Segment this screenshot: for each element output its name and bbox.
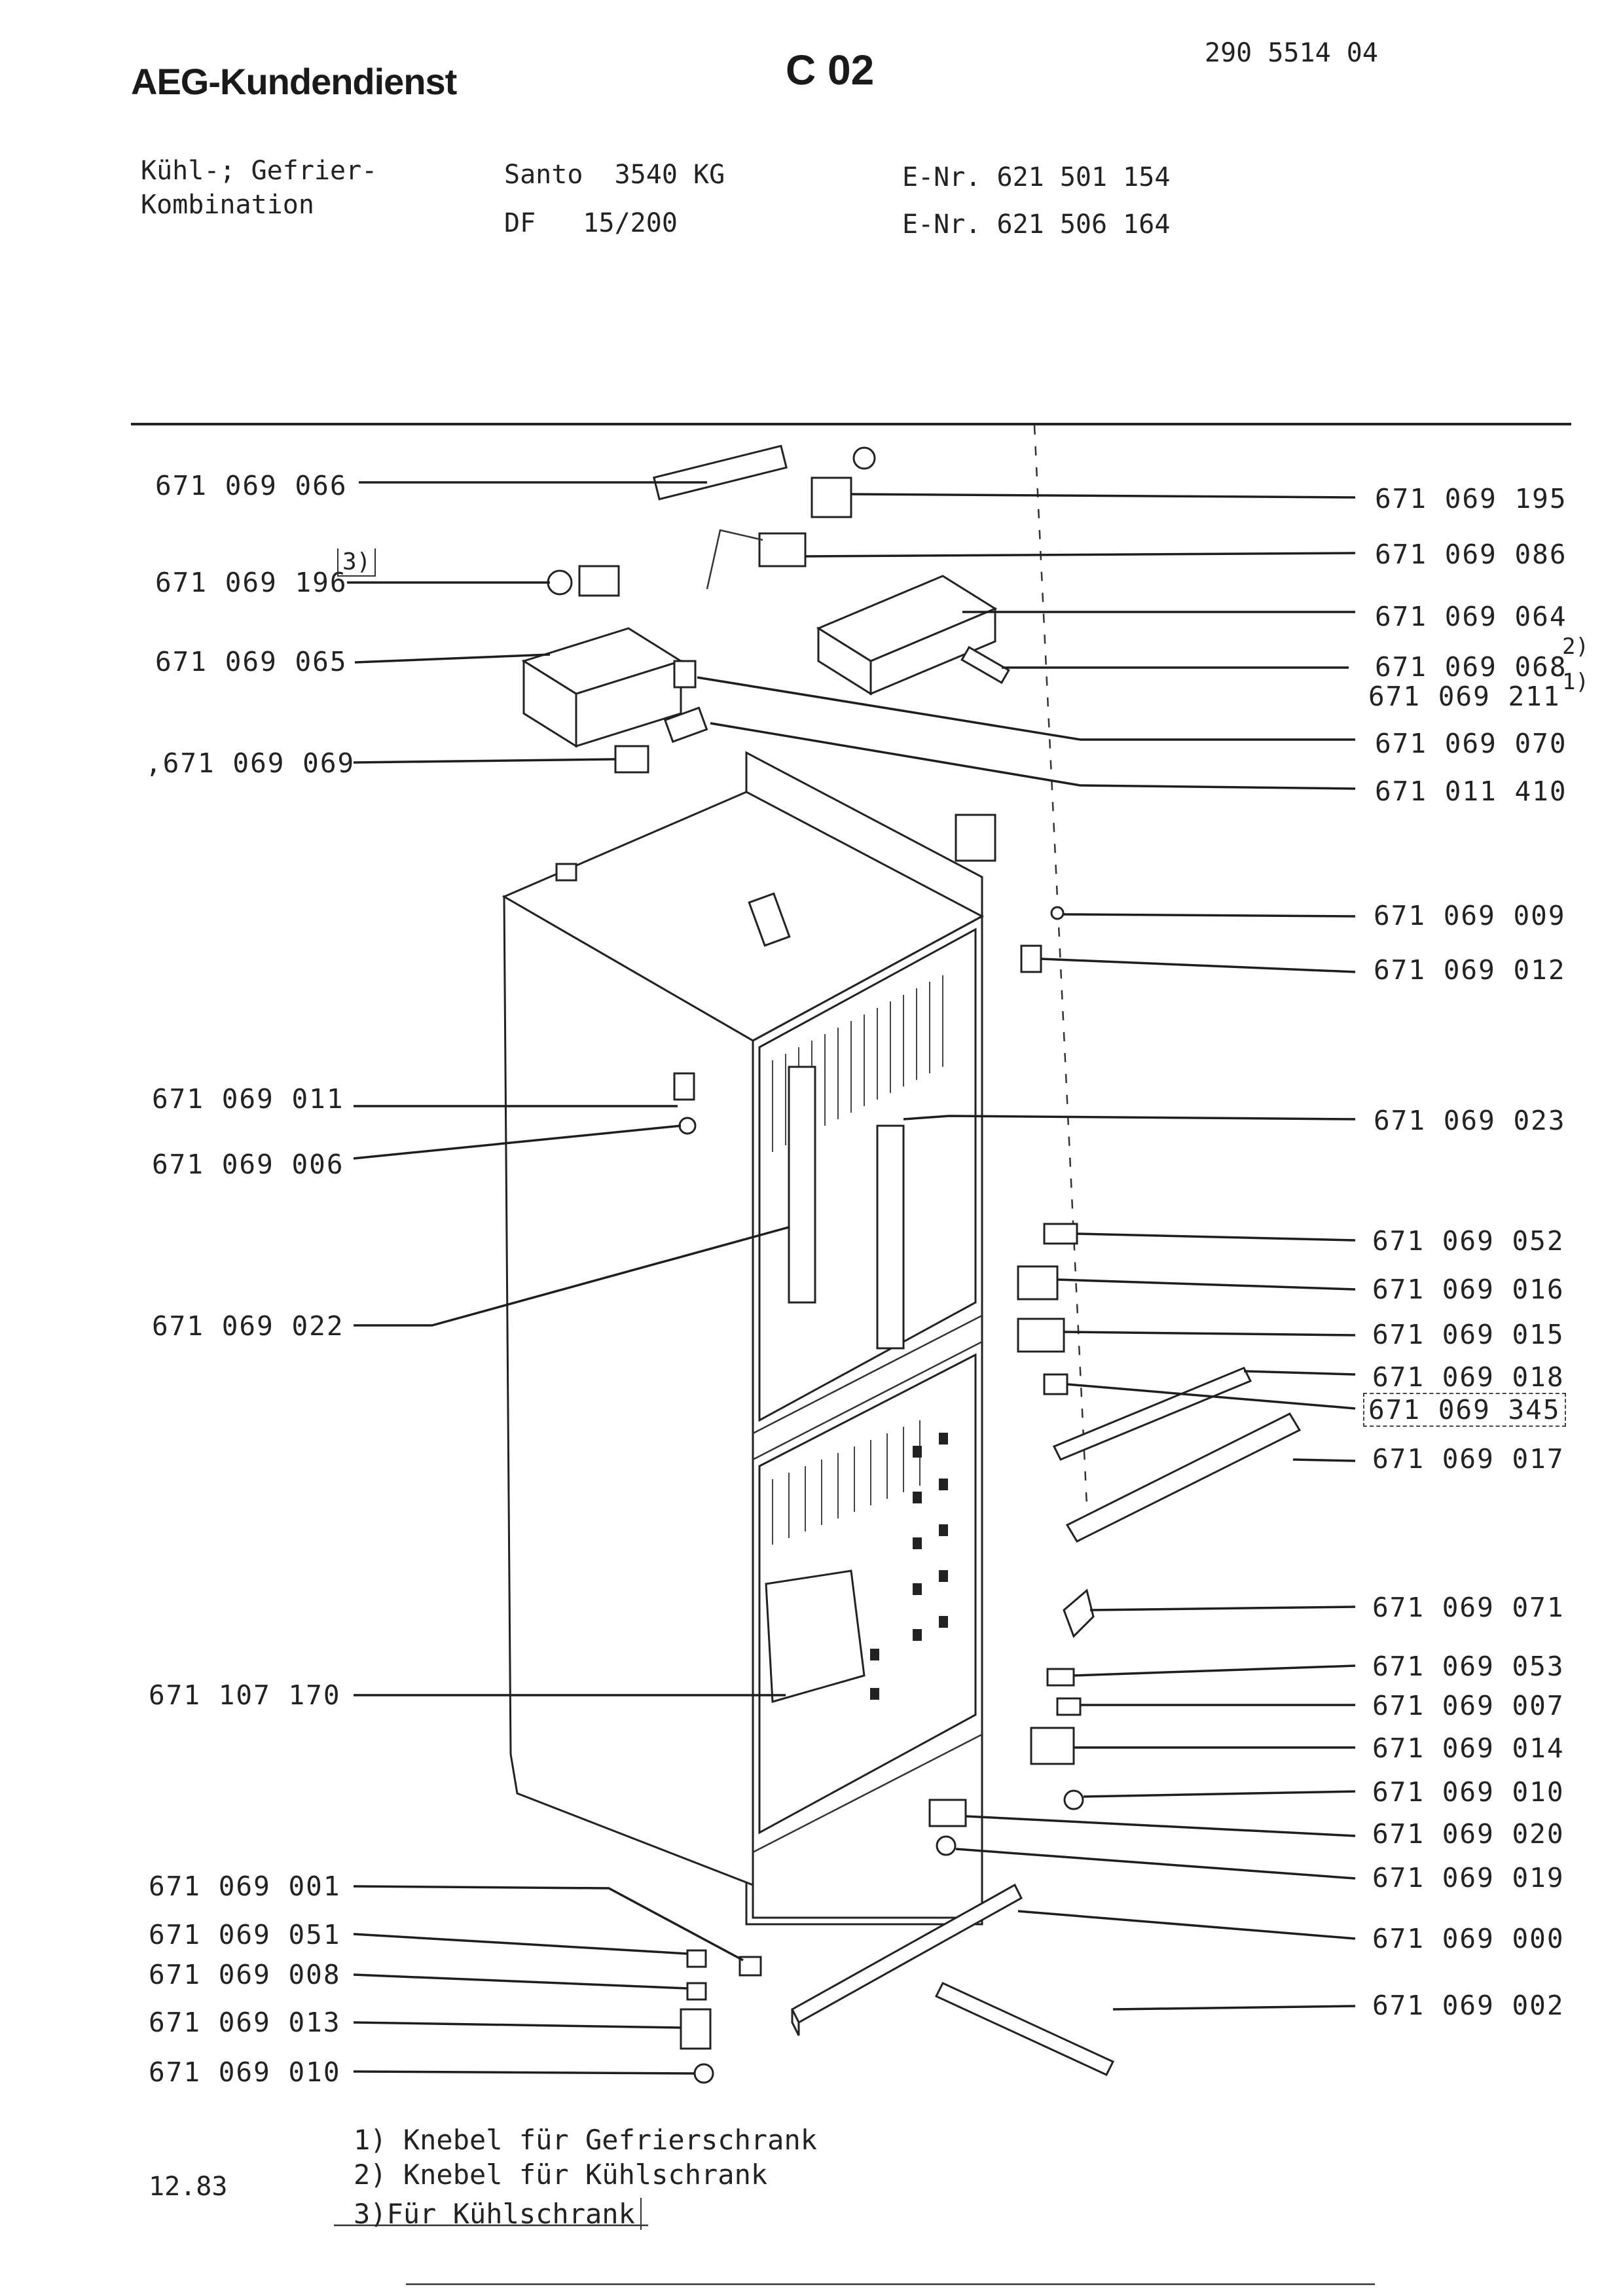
part-note-196: 3): [337, 548, 376, 577]
date-code: 12.83: [149, 2172, 228, 2202]
part-label-023: 671 069 023: [1374, 1105, 1566, 1136]
part-label-010: 671 069 010: [1372, 1776, 1565, 1808]
page-id: C 02: [786, 46, 875, 94]
part-label-008: 671 069 008: [149, 1959, 341, 1990]
part-label-064: 671 069 064: [1375, 601, 1567, 632]
part-label-015: 671 069 015: [1372, 1319, 1565, 1350]
leader-lines-right: [697, 493, 1356, 2011]
part-label-012: 671 069 012: [1374, 954, 1566, 986]
part-label-066: 671 069 066: [155, 470, 348, 501]
part-label-007: 671 069 007: [1372, 1690, 1565, 1721]
small-parts: [521, 444, 1302, 2084]
doc-number: 290 5514 04: [1205, 38, 1378, 68]
footnote-1: 1) Knebel für Gefrierschrank: [354, 2124, 818, 2156]
product-type-line1: Kühl-; Gefrier-: [141, 156, 378, 186]
shelf-rail-left: [788, 1066, 816, 1304]
enr-line1: E-Nr. 621 501 154: [902, 162, 1171, 192]
part-label-010b: 671 069 010: [149, 2056, 341, 2088]
part-label-195: 671 069 195: [1375, 483, 1567, 514]
part-label-410: 671 011 410: [1375, 776, 1567, 807]
fridge-cabinet: [501, 751, 985, 1926]
footnote-2: 2) Knebel für Kühlschrank: [354, 2159, 768, 2191]
part-label-211: 671 069 211: [1368, 681, 1561, 712]
part-label-065: 671 069 065: [155, 646, 348, 677]
part-label-196: 671 069 196: [155, 567, 348, 598]
part-label-069: ,671 069 069: [145, 747, 356, 779]
model-line2: DF 15/200: [504, 208, 678, 238]
brand-title: AEG-Kundendienst: [131, 61, 457, 102]
part-label-018: 671 069 018: [1372, 1361, 1565, 1393]
part-label-016: 671 069 016: [1372, 1274, 1565, 1305]
part-label-006: 671 069 006: [152, 1149, 344, 1180]
product-type-line2: Kombination: [141, 190, 314, 220]
part-note-068: 2): [1562, 634, 1589, 660]
part-label-000: 671 069 000: [1372, 1923, 1565, 1954]
enr-line2: E-Nr. 621 506 164: [902, 209, 1171, 240]
part-label-009: 671 069 009: [1374, 900, 1566, 931]
part-label-013: 671 069 013: [149, 2007, 341, 2038]
part-label-020: 671 069 020: [1372, 1818, 1565, 1850]
part-label-051: 671 069 051: [149, 1919, 341, 1950]
centerline: [1033, 425, 1088, 1506]
part-label-068: 671 069 068: [1375, 651, 1567, 683]
part-label-001: 671 069 001: [149, 1871, 341, 1902]
part-label-017: 671 069 017: [1372, 1443, 1565, 1475]
part-label-052: 671 069 052: [1372, 1225, 1565, 1257]
part-label-086: 671 069 086: [1375, 539, 1567, 570]
model-line1: Santo 3540 KG: [504, 160, 725, 190]
part-label-345: 671 069 345: [1363, 1393, 1566, 1427]
part-label-022: 671 069 022: [152, 1310, 344, 1342]
part-label-071: 671 069 071: [1372, 1592, 1565, 1623]
shelf-rail-right: [876, 1124, 905, 1350]
footnote-3: 3)Für Kühlschrank: [354, 2198, 642, 2230]
part-label-053: 671 069 053: [1372, 1651, 1565, 1682]
part-label-070: 671 069 070: [1375, 728, 1567, 759]
part-note-211: 1): [1562, 669, 1589, 695]
part-label-170: 671 107 170: [149, 1679, 341, 1711]
part-label-002: 671 069 002: [1372, 1990, 1565, 2021]
part-label-011: 671 069 011: [152, 1083, 344, 1115]
part-label-014: 671 069 014: [1372, 1732, 1565, 1764]
leader-lines-left: [347, 481, 790, 2075]
part-label-019: 671 069 019: [1372, 1862, 1565, 1893]
